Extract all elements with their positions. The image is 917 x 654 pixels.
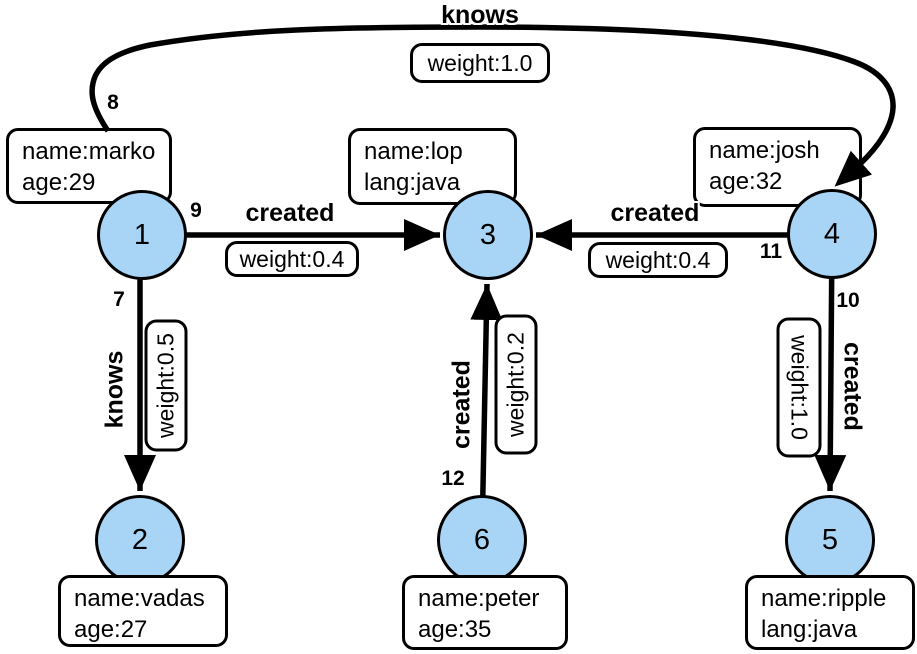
edge-11-weight-box: weight:0.4 — [588, 242, 728, 278]
node-3-prop-name: name:lop — [364, 138, 463, 165]
edge-11-id: 11 — [759, 240, 783, 263]
node-6-properties-box: name:peter age:35 — [402, 575, 568, 650]
edge-8-weight-box: weight:1.0 — [410, 43, 550, 83]
node-1-id: 1 — [133, 218, 151, 251]
edge-9-label: created — [245, 199, 335, 227]
edge-8-weight: weight:1.0 — [427, 49, 533, 76]
edge-10-label: created — [838, 342, 867, 431]
node-2-id: 2 — [131, 523, 149, 556]
node-2-prop-age: age:27 — [74, 616, 148, 643]
node-1-prop-age: age:29 — [22, 169, 96, 196]
edge-10-weight: weight:1.0 — [786, 335, 813, 440]
node-5-id: 5 — [821, 523, 839, 556]
node-3-prop-lang: lang:java — [364, 169, 461, 196]
node-5-circle: 5 — [785, 495, 875, 585]
node-1-properties-box: name:marko age:29 — [6, 128, 172, 204]
edge-7-weight-box: weight:0.5 — [144, 319, 188, 452]
edge-7-id: 7 — [113, 288, 125, 311]
edge-10-id: 10 — [836, 289, 860, 312]
node-4-prop-name: name:josh — [709, 137, 820, 164]
node-5-prop-lang: lang:java — [761, 616, 858, 643]
node-2-circle: 2 — [95, 495, 185, 585]
edge-10-weight-box: weight:1.0 — [776, 317, 822, 458]
edge-9-id: 9 — [190, 199, 202, 222]
edge-9-weight: weight:0.4 — [239, 245, 345, 272]
edge-8-line-knows-1-to-4 — [89, 24, 896, 187]
node-4-id: 4 — [823, 217, 841, 250]
node-6-id: 6 — [473, 523, 491, 556]
edge-8-id: 8 — [107, 91, 119, 114]
node-6-prop-name: name:peter — [418, 585, 540, 612]
node-2-prop-name: name:vadas — [74, 585, 205, 612]
edge-12-id: 12 — [441, 467, 465, 490]
edge-11-label: created — [610, 199, 700, 227]
node-3-id: 3 — [479, 218, 497, 251]
edge-12-label: created — [447, 360, 476, 449]
node-5-properties-box: name:ripple lang:java — [745, 575, 915, 650]
edge-12-weight: weight:0.2 — [502, 332, 529, 437]
edge-9-weight-box: weight:0.4 — [225, 241, 359, 277]
node-4-circle: 4 — [787, 189, 877, 279]
node-6-circle: 6 — [437, 495, 527, 585]
node-3-circle: 3 — [443, 190, 533, 280]
edge-8-label: knows — [441, 1, 519, 29]
edge-11-weight: weight:0.4 — [605, 246, 711, 273]
node-6-prop-age: age:35 — [418, 616, 492, 643]
node-1-prop-name: name:marko — [22, 138, 156, 165]
node-5-prop-name: name:ripple — [761, 585, 887, 612]
edge-12-weight-box: weight:0.2 — [494, 314, 538, 455]
node-2-properties-box: name:vadas age:27 — [58, 575, 228, 647]
node-4-properties-box: name:josh age:32 — [693, 127, 862, 207]
edge-7-label: knows — [100, 350, 129, 429]
node-4-prop-age: age:32 — [709, 168, 783, 195]
node-1-circle: 1 — [97, 190, 187, 280]
edge-7-weight: weight:0.5 — [152, 333, 179, 438]
